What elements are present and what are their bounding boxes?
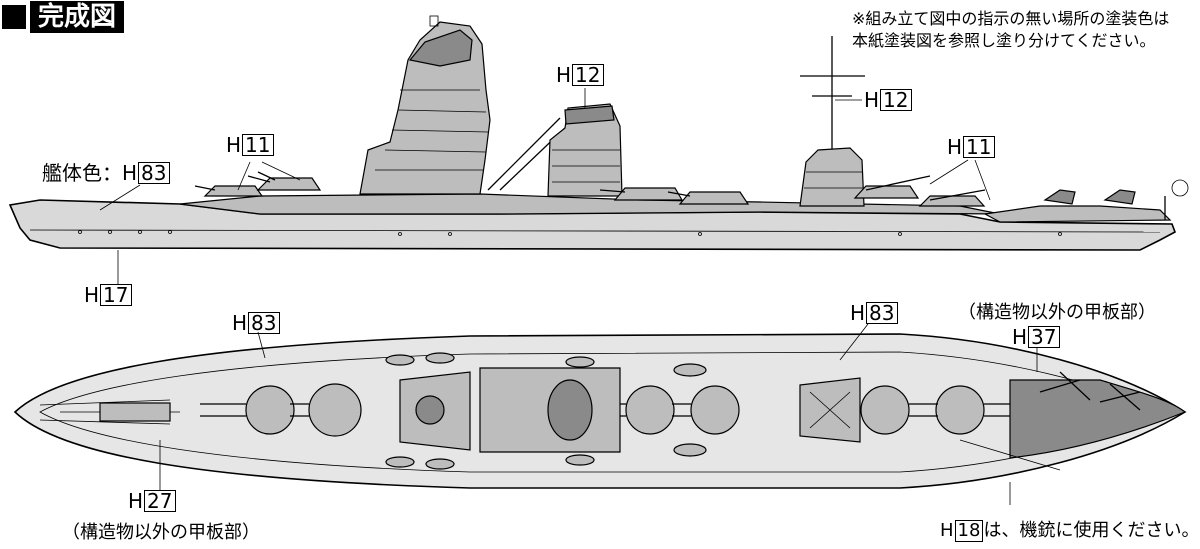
side-pagoda-mast bbox=[359, 21, 491, 195]
side-turret-2 bbox=[256, 177, 322, 191]
side-code-12-mast: 12 bbox=[880, 89, 912, 111]
h-prefix: H bbox=[128, 489, 144, 513]
top-code-37: 37 bbox=[1028, 326, 1060, 348]
h-prefix: H bbox=[1012, 325, 1028, 349]
h-prefix: H bbox=[232, 311, 248, 335]
title-square-icon bbox=[2, 5, 26, 29]
h-prefix: H bbox=[947, 135, 963, 159]
side-ensign-icon bbox=[1171, 179, 1189, 197]
top-turret-4 bbox=[690, 385, 740, 435]
top-aircraft-deck bbox=[1009, 379, 1187, 459]
top-deck-note-left: （構造物以外の甲板部） bbox=[62, 522, 260, 543]
h-prefix: H bbox=[226, 133, 242, 157]
top-deck-note-right: （構造物以外の甲板部） bbox=[958, 302, 1156, 323]
top-view-ship bbox=[13, 323, 1187, 505]
h-prefix: H bbox=[850, 301, 866, 325]
top-turret-5 bbox=[860, 385, 910, 435]
top-code-27: 27 bbox=[144, 490, 176, 512]
top-turret-1 bbox=[245, 385, 295, 435]
top-code-83-right: 83 bbox=[866, 302, 898, 324]
top-code-83-left: 83 bbox=[248, 312, 280, 334]
h-prefix: H bbox=[556, 63, 572, 87]
side-code-17: 17 bbox=[100, 284, 132, 306]
top-turret-6 bbox=[935, 385, 985, 435]
side-code-11-right: 11 bbox=[963, 136, 995, 158]
side-turret-4 bbox=[678, 191, 750, 205]
hull-color-prefix: 艦体色：H bbox=[42, 161, 138, 185]
top-code-18: 18 bbox=[954, 520, 984, 542]
side-turret-3 bbox=[613, 187, 684, 201]
top-turret-3 bbox=[625, 385, 675, 435]
side-turret-6 bbox=[918, 195, 986, 207]
paint-note-line-1: ※組み立て図中の指示の無い場所の塗装色は bbox=[852, 9, 1170, 28]
side-code-12-funnel: 12 bbox=[572, 64, 604, 86]
page-title: 完成図 bbox=[30, 1, 125, 33]
top-label-h18-suffix: は、機銃に使用ください。 bbox=[983, 520, 1200, 541]
side-code-11-left: 11 bbox=[242, 134, 274, 156]
h-prefix: H bbox=[864, 88, 880, 112]
h-prefix: H bbox=[940, 520, 954, 541]
title-box: 完成図 bbox=[0, 0, 125, 34]
top-turret-2 bbox=[308, 383, 362, 437]
paint-note: ※組み立て図中の指示の無い場所の塗装色は 本紙塗装図を参照し塗り分けてください。 bbox=[852, 8, 1182, 52]
paint-note-line-2: 本紙塗装図を参照し塗り分けてください。 bbox=[852, 31, 1156, 50]
hull-color-code: 83 bbox=[138, 162, 170, 184]
side-turret-1 bbox=[203, 185, 264, 197]
side-view-ship bbox=[8, 15, 1189, 284]
h-prefix: H bbox=[84, 283, 100, 307]
side-turret-5 bbox=[853, 185, 920, 199]
